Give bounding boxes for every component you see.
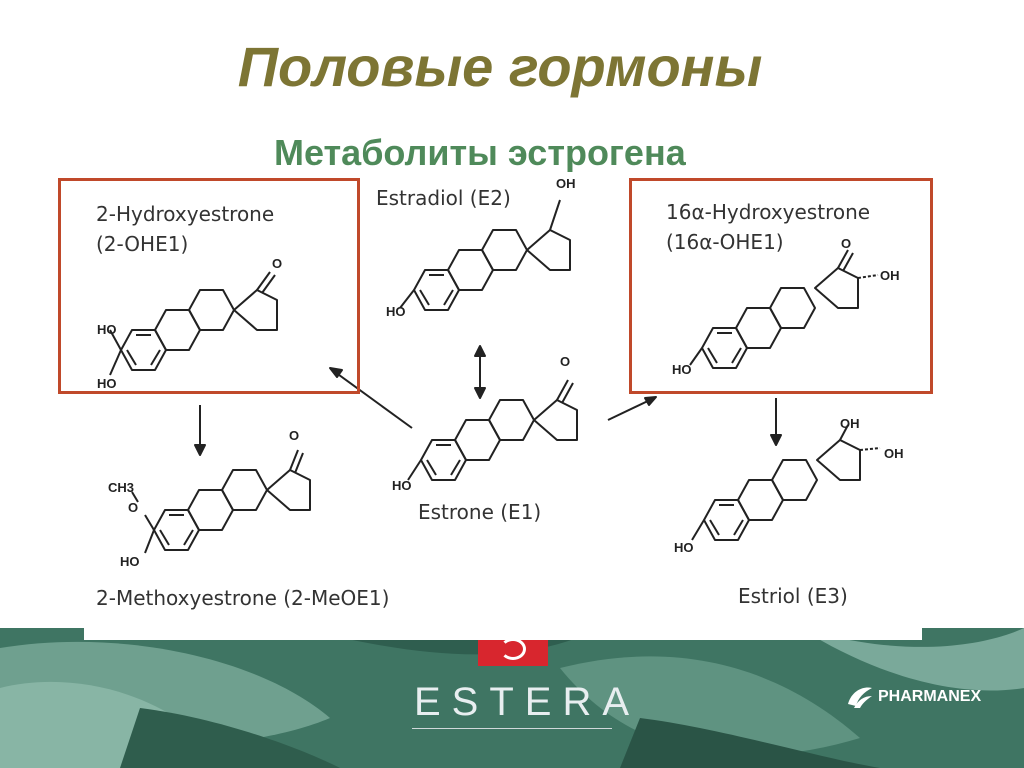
brand-underline — [412, 728, 612, 729]
pharmanex-logo — [846, 684, 874, 715]
atom-label: O — [128, 500, 139, 515]
label-16a-hydroxyestrone-name: 16α-Hydroxyestrone — [666, 200, 871, 224]
label-2-methoxyestrone: 2-Methoxyestrone (2-MeOE1) — [96, 586, 390, 610]
atom-label: OH — [840, 416, 860, 431]
atom-label: O — [841, 236, 852, 251]
atom-label: HO — [672, 362, 692, 377]
structure-2-hydroxyestrone — [109, 271, 278, 376]
atom-label: HO — [392, 478, 412, 493]
highlight-box-16a-hydroxyestrone — [629, 178, 933, 394]
diagram-panel — [84, 172, 922, 640]
atom-label: O — [272, 256, 283, 271]
atom-label: O — [560, 354, 571, 369]
structure-16a-hydroxyestrone — [689, 249, 879, 369]
atom-label: HO — [120, 554, 140, 569]
atom-label: OH — [880, 268, 900, 283]
atom-label: OH — [556, 176, 576, 191]
label-16a-hydroxyestrone-abbr: (16α-OHE1) — [666, 230, 784, 254]
structure-estrone — [407, 379, 578, 481]
page-subtitle: Метаболиты эстрогена — [274, 132, 686, 173]
label-estrone: Estrone (E1) — [418, 500, 542, 524]
structure-estradiol — [399, 199, 571, 311]
reaction-arrows — [194, 345, 782, 456]
label-2-hydroxyestrone-abbr: (2-OHE1) — [96, 232, 189, 256]
label-2-hydroxyestrone-name: 2-Hydroxyestrone — [96, 202, 275, 226]
structure-estriol — [691, 424, 881, 541]
page-title: Половые гормоны — [237, 35, 763, 98]
label-estradiol: Estradiol (E2) — [376, 186, 511, 210]
atom-label: CH3 — [108, 480, 135, 495]
atom-label: HO — [386, 304, 406, 319]
atom-label: OH — [884, 446, 904, 461]
pharmanex-mark-icon — [848, 687, 872, 708]
highlight-box-2-hydroxyestrone — [58, 178, 360, 394]
atom-label: O — [289, 428, 300, 443]
brand-logo-text: ESTERA — [414, 680, 641, 724]
pharmanex-text: PHARMANEX — [878, 688, 982, 705]
label-estriol: Estriol (E3) — [738, 584, 848, 608]
atom-label: HO — [97, 376, 117, 391]
atom-label: HO — [97, 322, 117, 337]
atom-label: HO — [674, 540, 694, 555]
structure-2-methoxyestrone — [131, 449, 311, 554]
